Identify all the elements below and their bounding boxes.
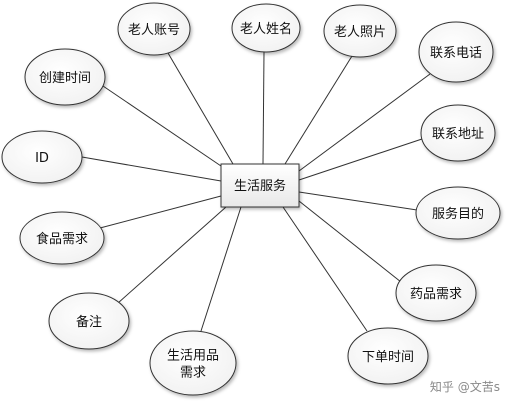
entity-box (220, 163, 300, 208)
attribute-ellipse (1, 130, 83, 184)
attribute-ellipse (418, 21, 494, 83)
connector-id (81, 156, 222, 182)
attribute-label: ID (35, 151, 49, 166)
attribute-ellipse (149, 330, 237, 396)
attribute-elder-account: 老人账号 (117, 2, 191, 56)
connector-contact-phone (298, 73, 431, 172)
attribute-ellipse (24, 48, 106, 106)
attribute-ellipse (395, 264, 477, 322)
attribute-label: 下单时间 (362, 350, 414, 365)
attribute-ellipse (231, 3, 301, 53)
attribute-label: 联系电话 (430, 46, 482, 61)
attribute-ellipse (19, 211, 105, 265)
attribute-elder-name: 老人姓名 (231, 3, 301, 53)
attribute-contact-address: 联系地址 (420, 104, 496, 162)
attribute-ellipse (48, 292, 130, 350)
attribute-label: 药品需求 (410, 287, 462, 302)
connector-elder-photo (284, 55, 353, 165)
connector-remark (117, 206, 227, 304)
entity-label: 生活服务 (234, 178, 286, 194)
connector-elder-name (262, 51, 265, 165)
connector-elder-account (167, 52, 234, 165)
attribute-id: ID (1, 130, 83, 184)
attribute-remark: 备注 (48, 292, 130, 350)
attribute-ellipse (117, 2, 191, 56)
watermark-text: 知乎 @文苦s (429, 380, 500, 394)
attribute-service-purpose: 服务目的 (415, 186, 501, 240)
attribute-label: 服务目的 (432, 206, 484, 222)
attribute-label: 备注 (76, 314, 102, 330)
attribute-food-need: 食品需求 (19, 211, 105, 265)
attribute-medicine-need: 药品需求 (395, 264, 477, 322)
attribute-label: 老人账号 (128, 23, 180, 38)
connector-food-need (99, 195, 222, 229)
connector-contact-address (298, 138, 423, 181)
attribute-ellipse (323, 4, 397, 58)
attribute-label: 生活用品 (167, 349, 219, 364)
connector-medicine-need (298, 200, 402, 283)
connector-service-purpose (298, 191, 418, 211)
connector-daily-goods-need (200, 206, 242, 332)
attribute-ellipse (420, 104, 496, 162)
attribute-label: 联系地址 (432, 127, 484, 142)
entity-node: 生活服务 (220, 163, 300, 208)
attribute-label: 需求 (180, 366, 206, 381)
attribute-label: 创建时间 (39, 71, 91, 86)
attribute-elder-photo: 老人照片 (323, 4, 397, 58)
connector-order-time (282, 206, 368, 332)
attribute-label: 食品需求 (36, 231, 88, 247)
attribute-create-time: 创建时间 (24, 48, 106, 106)
attribute-ellipse (347, 327, 429, 385)
attribute-label: 老人照片 (334, 25, 386, 40)
attribute-order-time: 下单时间 (347, 327, 429, 385)
attribute-label: 老人姓名 (240, 21, 292, 37)
attribute-contact-phone: 联系电话 (418, 21, 494, 83)
connector-create-time (102, 85, 222, 167)
connector-lines (81, 51, 431, 332)
attribute-ellipse (415, 186, 501, 240)
